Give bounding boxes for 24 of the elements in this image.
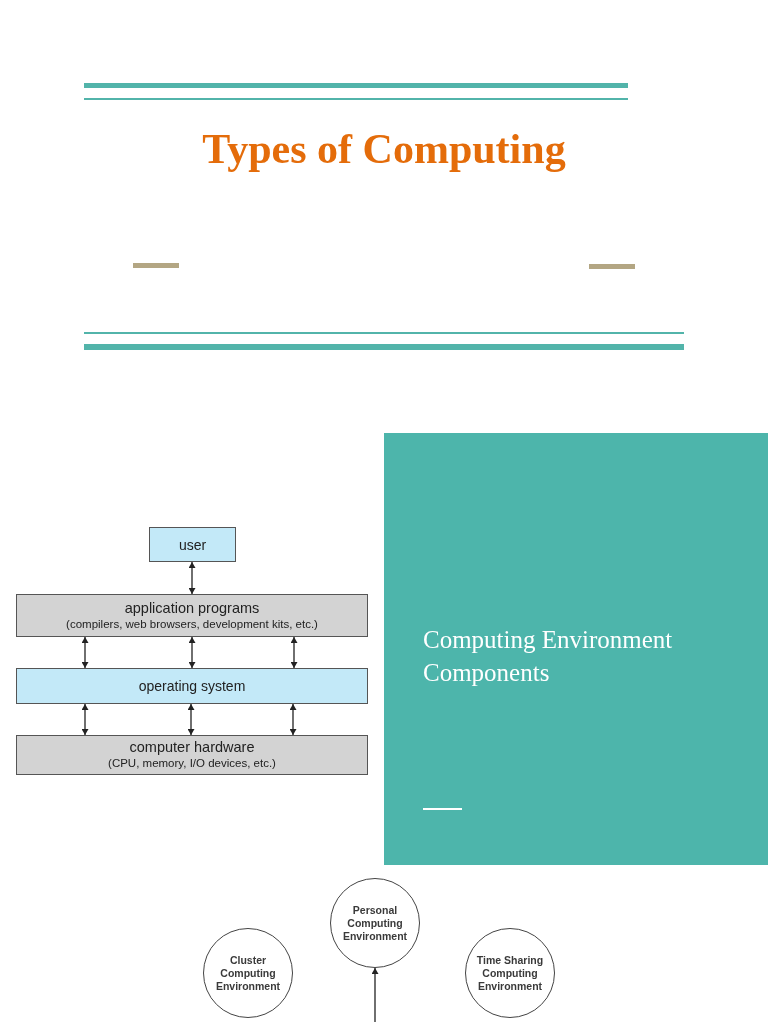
box-label: user [178,536,207,553]
double-arrow [188,636,196,669]
circle-label: Personal Computing Environment [341,903,409,943]
double-arrow [187,703,195,736]
panel-heading: Computing Environment Components [423,625,674,688]
box-label: operating system [138,678,246,694]
double-arrow [81,636,89,669]
slide-title: Types of Computing [202,125,566,174]
arrow [371,967,379,1023]
box-label: computer hardware [129,739,255,756]
box-label: application programs [124,599,260,617]
circle-label: Time Sharing Computing Environment [475,953,545,993]
double-arrow [289,703,297,736]
layer-box [16,735,368,775]
layer-box [16,668,368,704]
box-sublabel: (CPU, memory, I/O devices, etc.) [108,756,276,771]
section-panel [384,433,768,865]
double-arrow [188,561,196,595]
double-arrow [81,703,89,736]
double-arrow [290,636,298,669]
layer-box [16,594,368,637]
circle-label: Cluster Computing Environment [214,953,282,993]
user-box [149,527,236,562]
box-sublabel: (compilers, web browsers, development kits, etc.) [66,616,318,632]
